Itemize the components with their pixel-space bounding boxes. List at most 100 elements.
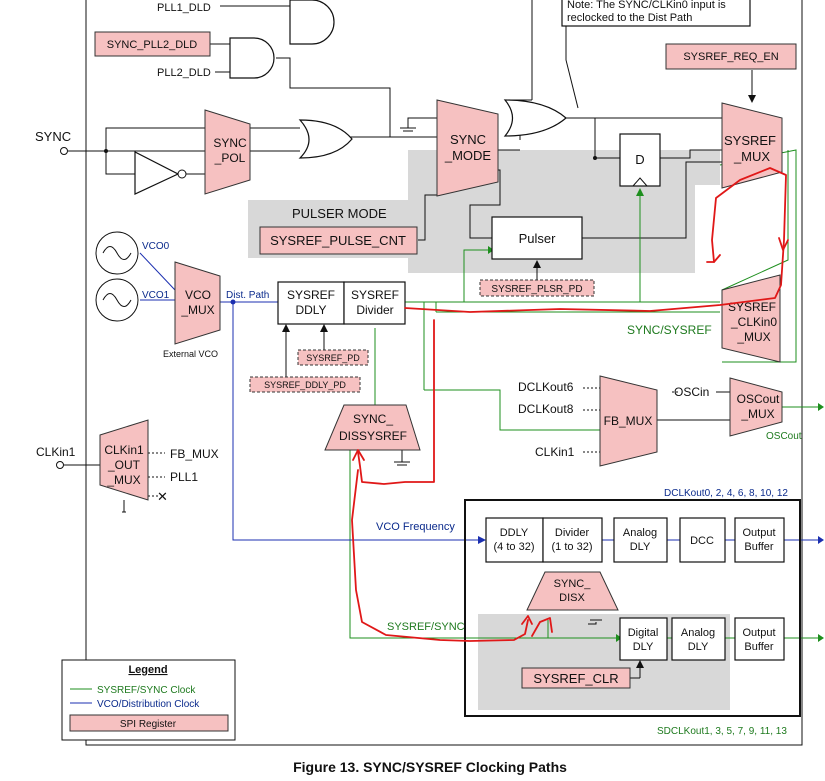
- sine-wave-icon: [102, 246, 132, 260]
- clock-output-channel: [464, 499, 801, 717]
- digital-dly-label-1: Digital: [628, 627, 659, 639]
- vco-mux[interactable]: [174, 261, 221, 345]
- sysref-sync-label: SYSREF/SYNC: [387, 621, 465, 633]
- vco-mux-label-2: _MUX: [180, 303, 214, 317]
- sync-pol-label-2: _POL: [214, 151, 246, 165]
- analog-dly-top-block: [613, 517, 668, 563]
- or-gate-sync: [298, 119, 353, 159]
- inverter-bubble: [177, 169, 187, 179]
- sync-mode-mux[interactable]: [436, 99, 499, 197]
- note-line-1: Note: The SYNC/CLKin0 input is: [567, 0, 726, 11]
- analog-dly-top-label-1: Analog: [623, 527, 657, 539]
- analog-dly-bot-label-2: DLY: [688, 641, 709, 653]
- output-buffer-bot-block: [734, 617, 785, 661]
- d-ff-label: D: [635, 152, 644, 167]
- vco-frequency-label: VCO Frequency: [376, 521, 455, 533]
- sysref-ddly-pd-register[interactable]: [249, 376, 361, 393]
- clkin1-out-mux-label-1: CLKin1: [104, 443, 144, 457]
- fb-mux[interactable]: [599, 375, 658, 467]
- black-wires: [64, 0, 756, 679]
- sync-pol-label-1: SYNC: [213, 136, 247, 150]
- fb-mux-label: FB_MUX: [604, 414, 653, 428]
- oscout-label: OSCout: [766, 431, 802, 442]
- dclkout6-label: DCLKout6: [518, 380, 574, 394]
- sysref-req-en-register[interactable]: [665, 43, 797, 70]
- sysref-plsr-pd-register[interactable]: [479, 279, 595, 297]
- sysref-pd-label: SYSREF_PD: [306, 353, 360, 363]
- output-buffer-top-block: [734, 517, 785, 563]
- sysref-clkin0-label-3: _MUX: [736, 330, 770, 344]
- sync-pll2-dld-label: SYNC_PLL2_DLD: [107, 39, 198, 51]
- clkin1-pin: [56, 461, 64, 469]
- sync-mode-label-2: _MODE: [444, 148, 492, 163]
- output-buffer-top-label-1: Output: [742, 527, 775, 539]
- divider-block: [542, 517, 603, 563]
- dclkout8-label: DCLKout8: [518, 402, 574, 416]
- note-box: [561, 0, 751, 27]
- clkin1-out-mux-label-3: _MUX: [106, 473, 140, 487]
- dist-path-label: Dist. Path: [226, 290, 269, 301]
- sync-disx-block[interactable]: [526, 571, 619, 611]
- pulser-mode-label: PULSER MODE: [292, 206, 387, 221]
- sysref-clr-register[interactable]: [521, 667, 631, 689]
- sync-disx-label-1: SYNC_: [554, 578, 592, 590]
- clkin1-input-label: CLKin1: [36, 445, 76, 459]
- oscout-mux-label-1: OSCout: [737, 392, 780, 406]
- device-boundary: [85, 0, 803, 746]
- clkin1-out-mux[interactable]: [99, 419, 149, 501]
- divider-label-2: (1 to 32): [552, 541, 593, 553]
- oscout-mux-label-2: _MUX: [740, 407, 774, 421]
- junction-dot: [593, 156, 597, 160]
- sync-dissysref-block[interactable]: [324, 404, 421, 451]
- sdclkout-label: SDCLKout1, 3, 5, 7, 9, 11, 13: [657, 726, 787, 737]
- legend-blue-label: VCO/Distribution Clock: [97, 699, 200, 710]
- or-gate-mode: [503, 99, 567, 137]
- sysref-ddly-label-2: DDLY: [295, 303, 326, 317]
- sync-input-label: SYNC: [35, 129, 71, 144]
- sync-pll2-dld-register[interactable]: [94, 31, 211, 57]
- legend-spi-label: SPI Register: [120, 719, 177, 730]
- output-buffer-top-label-2: Buffer: [744, 541, 773, 553]
- sine-wave-icon: [102, 293, 132, 307]
- sysref-mux-label-2: _MUX: [733, 149, 770, 164]
- legend-title: Legend: [128, 664, 167, 676]
- sysref-ddly-block: [277, 281, 345, 325]
- output-buffer-bot-label-2: Buffer: [744, 641, 773, 653]
- blue-wires: [139, 252, 824, 544]
- sysref-mux-label-1: SYSREF: [724, 133, 776, 148]
- sysref-pd-register[interactable]: [297, 349, 369, 366]
- note-line-2: reclocked to the Dist Path: [567, 12, 692, 24]
- dcc-label: DCC: [690, 535, 714, 547]
- sync-mode-label-1: SYNC: [450, 132, 486, 147]
- analog-dly-bot-block: [671, 617, 726, 661]
- and-gate-pll2: [229, 37, 275, 79]
- legend-spi-swatch: [69, 714, 229, 732]
- sysref-pulse-cnt-label: SYSREF_PULSE_CNT: [270, 233, 406, 248]
- dcc-block: [679, 517, 726, 563]
- sync-pin: [60, 147, 68, 155]
- sysref-divider-block: [343, 281, 406, 325]
- sysref-mux[interactable]: [721, 102, 783, 189]
- sync-dissysref-label-2: DISSYSREF: [339, 429, 407, 443]
- pll1-dld-label: PLL1_DLD: [157, 2, 211, 14]
- dclkout-label: DCLKout0, 2, 4, 6, 8, 10, 12: [664, 488, 788, 499]
- inverter: [134, 151, 180, 195]
- digital-dly-block: [619, 617, 668, 661]
- figure-caption: Figure 13. SYNC/SYSREF Clocking Paths: [293, 759, 567, 775]
- clkin1-fb-label: CLKin1: [535, 445, 575, 459]
- sysref-ddly-label-1: SYSREF: [287, 288, 335, 302]
- sysref-pulse-cnt-register[interactable]: [259, 226, 418, 255]
- pll2-dld-label: PLL2_DLD: [157, 67, 211, 79]
- sync-sysref-label: SYNC/SYSREF: [627, 323, 712, 337]
- and-gate-top: [289, 0, 335, 45]
- ddly-block: [485, 517, 544, 563]
- vco-mux-label-1: VCO: [185, 288, 211, 302]
- clkin1-out-mux-label-2: _OUT: [107, 458, 141, 472]
- sync-pol-mux[interactable]: [204, 109, 251, 195]
- oscout-mux[interactable]: [729, 377, 783, 437]
- clock-edge-icon: [632, 177, 648, 187]
- sysref-clkin0-mux[interactable]: [721, 274, 781, 363]
- oscin-label: OSCin: [674, 385, 709, 399]
- sysref-clkin0-label-1: SYSREF: [728, 300, 776, 314]
